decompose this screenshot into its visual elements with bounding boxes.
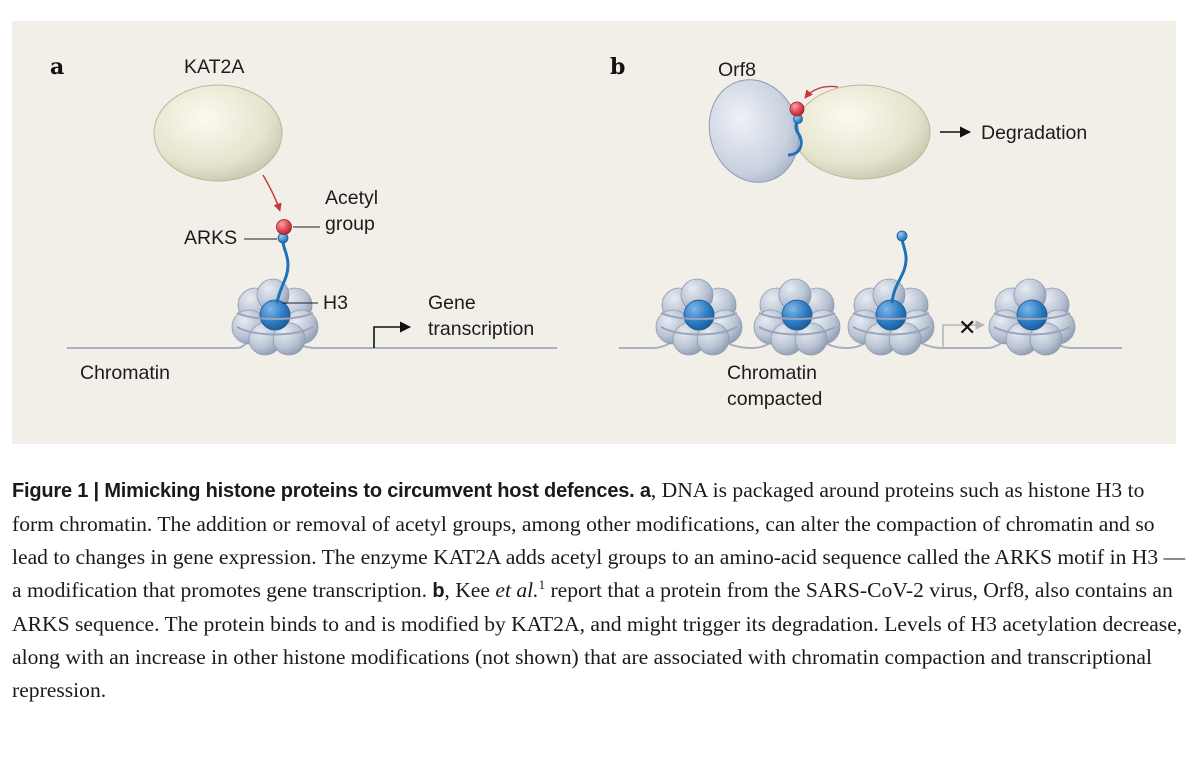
panel-b-letter: b [610, 54, 625, 80]
transcription-start-arrow [373, 321, 412, 348]
panel-a-letter: a [50, 54, 64, 80]
nucleosome-b4 [988, 278, 1076, 356]
acetylation-arrow [262, 174, 282, 212]
acetylation-arrow-b [804, 85, 839, 99]
arks-label: ARKS [184, 227, 237, 249]
caption-part-b-text: report that a protein from the SARS-CoV-… [12, 578, 1183, 702]
figure-caption: Figure 1 | Mimicking histone proteins to… [12, 474, 1188, 707]
caption-part-a-text: , DNA is packaged around proteins such a… [12, 478, 1186, 602]
orf8-acetyl-group [789, 101, 805, 117]
kat2a-enzyme-b [793, 84, 931, 180]
panel-b: b Orf8 Degradation ✕ Chromatin compacted [610, 54, 1122, 410]
kat2a-enzyme [153, 84, 283, 182]
acetyl-label-1: Acetyl [325, 187, 378, 209]
caption-etal: et al. [495, 578, 539, 602]
nucleosome-b2 [753, 278, 841, 356]
h3-label: H3 [323, 292, 348, 314]
panel-a: a KAT2A Acetyl group ARKS H3 Gene transc… [50, 54, 557, 384]
gene-label-2: transcription [428, 318, 534, 340]
kat2a-label: KAT2A [184, 56, 244, 78]
caption-part-a-label: a [634, 480, 651, 502]
blocked-transcription-arrow [942, 320, 985, 348]
nucleosome-b1 [655, 278, 743, 356]
caption-figure-label: Figure 1 [12, 480, 89, 502]
caption-separator: | [88, 480, 105, 502]
h3-tail-b [890, 236, 908, 304]
orf8-label: Orf8 [718, 59, 756, 81]
degradation-label: Degradation [981, 122, 1087, 144]
chromatin-label-a: Chromatin [80, 362, 170, 384]
nucleosome-b3 [847, 278, 935, 356]
acetyl-label-2: group [325, 213, 375, 235]
chromatin-compacted-label-2: compacted [727, 388, 822, 410]
nucleosome-a [231, 278, 319, 356]
orf8-protein [708, 79, 800, 183]
caption-reference: 1 [538, 576, 546, 592]
acetyl-group [276, 219, 292, 235]
caption-part-b-pre: , Kee [444, 578, 496, 602]
h3-tail [275, 238, 290, 304]
figure-panel: a KAT2A Acetyl group ARKS H3 Gene transc… [12, 21, 1176, 444]
caption-title: Mimicking histone proteins to circumvent… [104, 480, 635, 502]
chromatin-compacted-label-1: Chromatin [727, 362, 817, 384]
arks-motif-b [896, 230, 908, 242]
block-mark: ✕ [958, 316, 976, 341]
gene-label-1: Gene [428, 292, 476, 314]
caption-part-b-label: b [432, 580, 445, 602]
